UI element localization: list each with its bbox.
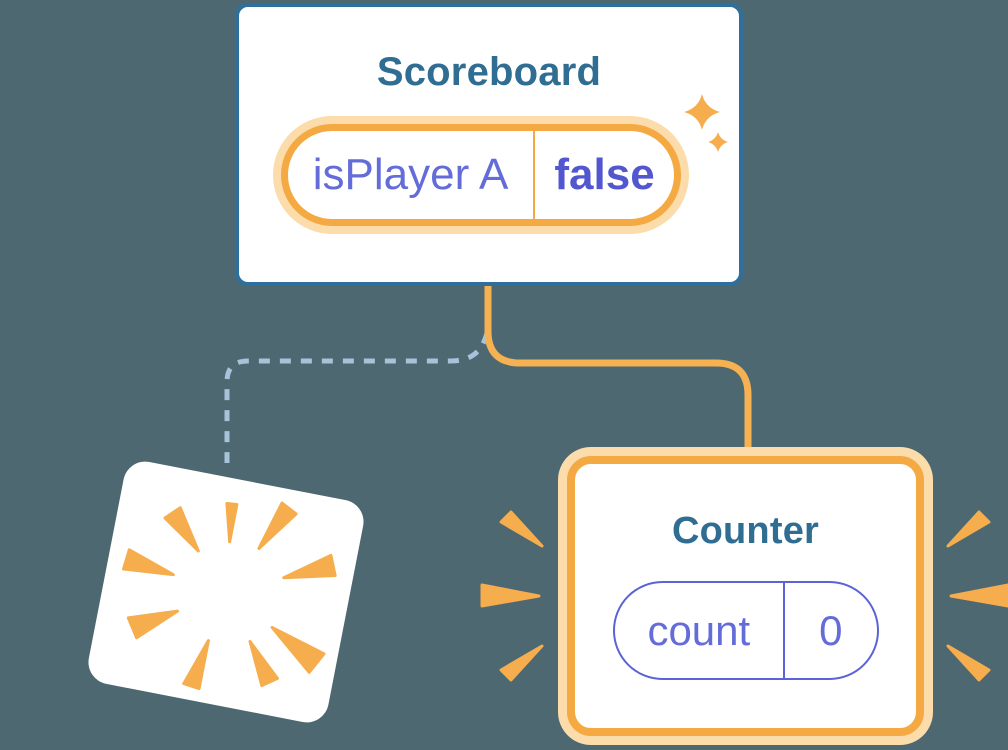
emphasis-ray <box>949 583 1008 608</box>
burst-ray <box>248 639 279 688</box>
counter-title: Counter <box>671 510 820 552</box>
destroyed-component-card <box>84 457 368 727</box>
scoreboard-title: Scoreboard <box>376 50 602 94</box>
emphasis-ray <box>946 510 991 548</box>
emphasis-ray <box>480 583 541 608</box>
burst-icon <box>122 501 337 691</box>
scoreboard-state-label: isPlayer A <box>312 150 509 199</box>
burst-ray <box>270 625 326 674</box>
preserved-state-connector-line <box>484 286 752 452</box>
counter-state-label: count <box>647 606 751 654</box>
burst-ray <box>182 639 210 691</box>
counter-state-pill: count 0 <box>613 581 879 680</box>
emphasis-ray <box>499 644 544 682</box>
pill-divider <box>782 583 785 678</box>
emphasis-ray <box>499 510 544 548</box>
scoreboard-component-card: Scoreboard isPlayer A false <box>235 3 743 286</box>
pill-divider <box>533 131 536 219</box>
burst-ray <box>163 506 200 553</box>
burst-ray <box>257 501 298 550</box>
burst-ray <box>225 502 239 544</box>
burst-ray <box>126 609 179 640</box>
emphasis-rays-icon-left <box>480 510 544 682</box>
counter-state-value: 0 <box>819 606 843 654</box>
emphasis-ray <box>946 644 991 682</box>
scoreboard-state-pill: isPlayer A false <box>281 124 681 226</box>
counter-component-card: Counter count 0 <box>567 456 924 736</box>
burst-ray <box>122 548 175 577</box>
reset-connector-dashed-line <box>224 332 490 463</box>
scoreboard-state-value: false <box>554 150 655 199</box>
burst-ray <box>282 553 337 580</box>
emphasis-rays-icon-right <box>946 510 1008 682</box>
